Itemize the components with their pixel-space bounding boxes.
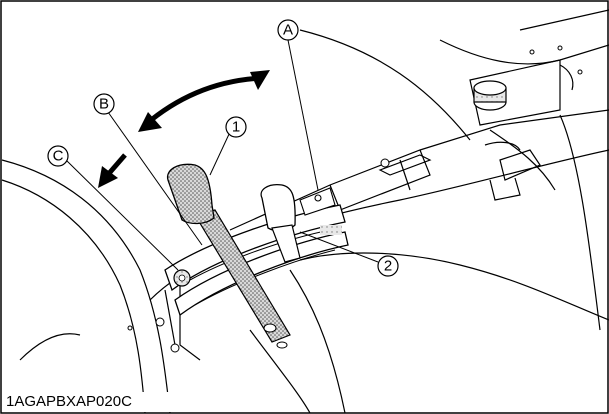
figure-code: 1AGAPBXAP020C [6, 393, 132, 410]
callout-a-label: A [283, 22, 293, 39]
leader-lines [65, 39, 379, 271]
callout-b: B [93, 93, 115, 115]
lever-2 [260, 184, 301, 263]
callout-c-label: C [53, 148, 64, 165]
lever-1 [166, 163, 291, 349]
double-arrow [138, 70, 270, 132]
tractor-body-outline [1, 9, 609, 414]
nut-c [173, 269, 191, 287]
bracket-a [299, 187, 336, 216]
callout-a: A [277, 19, 299, 41]
callout-b-label: B [99, 96, 109, 113]
callout-1: 1 [225, 116, 247, 138]
direction-arrow-c [98, 153, 127, 188]
callout-2: 2 [377, 255, 399, 277]
screw-heads [127, 45, 583, 353]
callout-c: C [47, 145, 69, 167]
callout-2-label: 2 [384, 258, 392, 275]
knob-part [473, 80, 507, 111]
callout-1-label: 1 [232, 119, 240, 136]
